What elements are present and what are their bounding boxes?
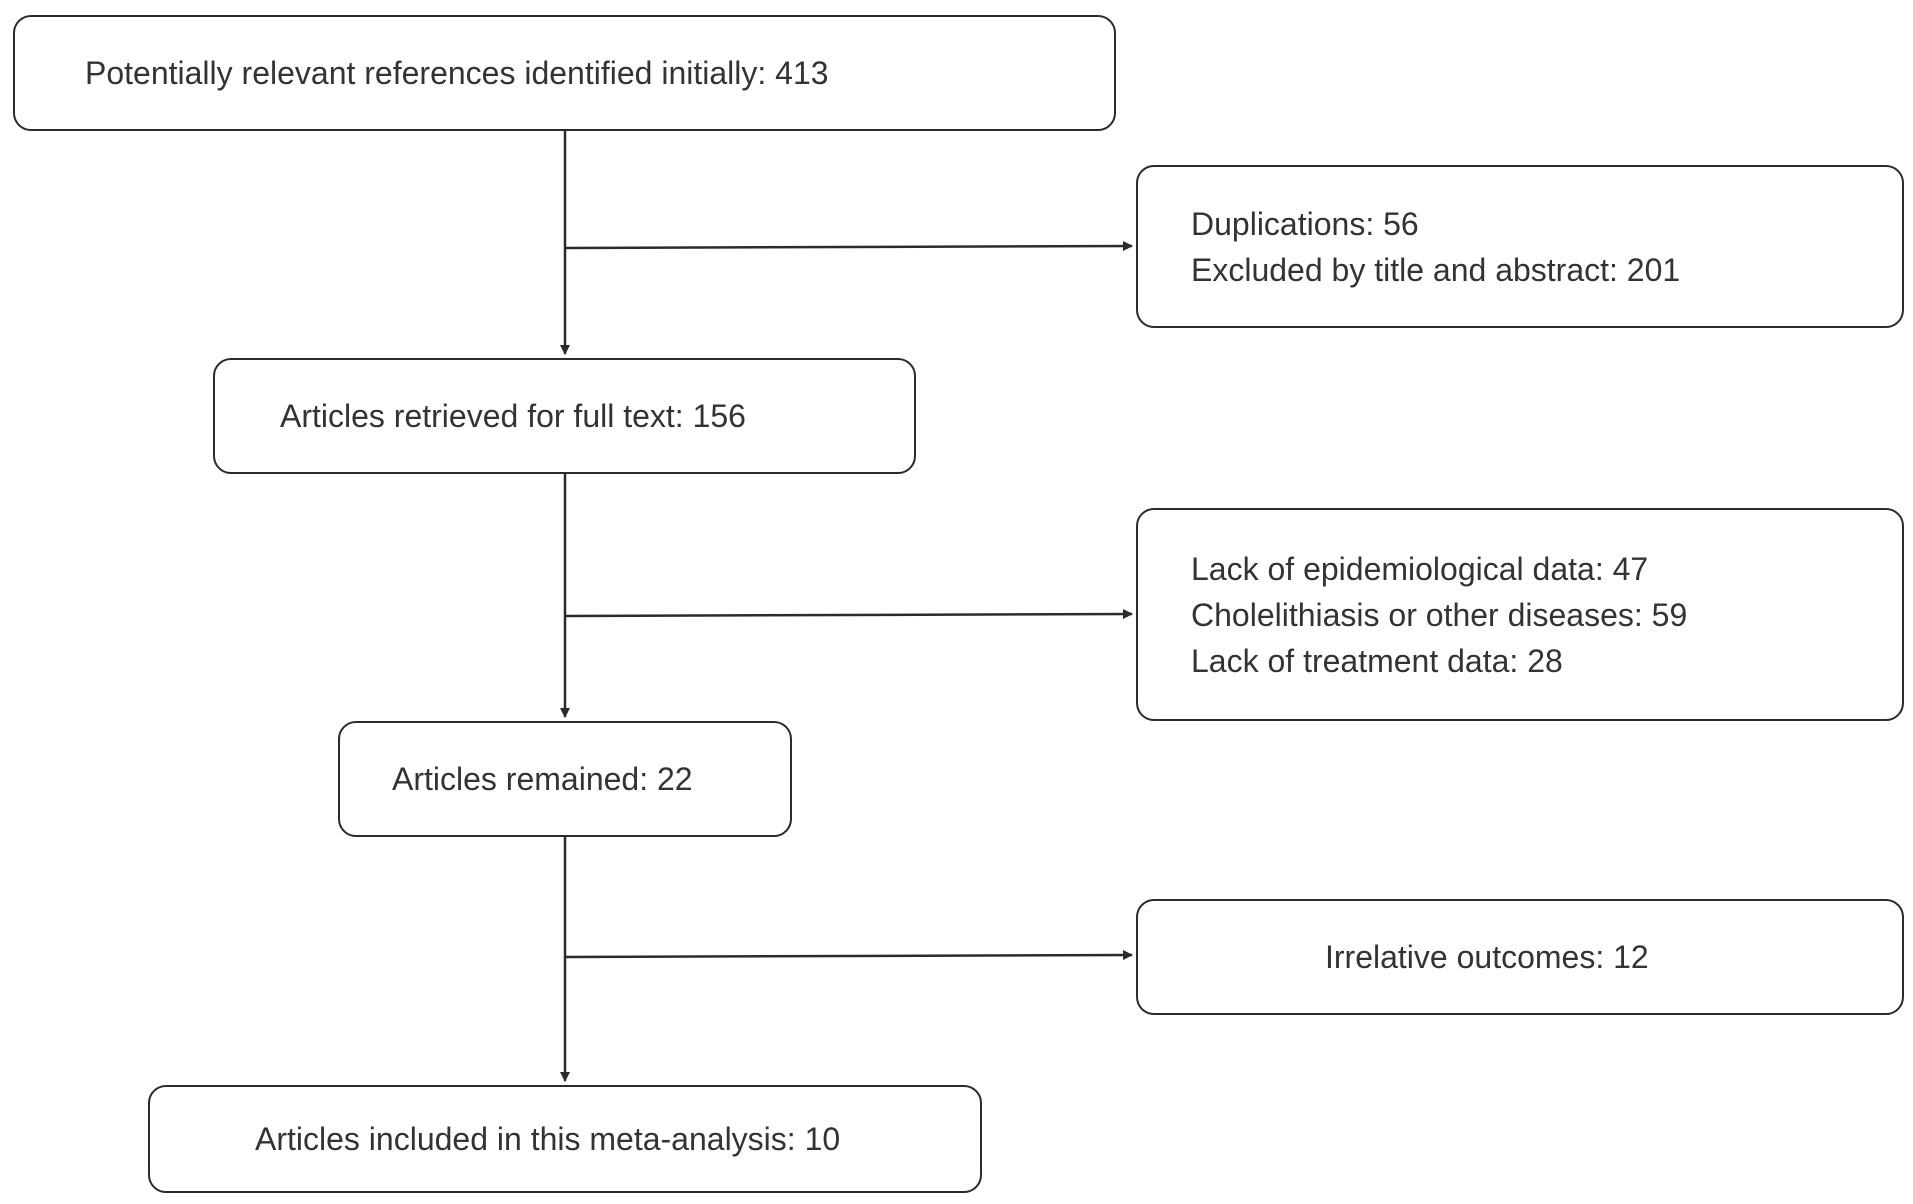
remained-box: Articles remained: 22 (338, 721, 792, 837)
full-text-box: Articles retrieved for full text: 156 (213, 358, 916, 474)
lack-treatment-label: Lack of treatment data: 28 (1191, 642, 1563, 679)
lack-epidemiological-label: Lack of epidemiological data: 47 (1191, 550, 1649, 587)
duplications-label: Duplications: 56 (1191, 205, 1419, 242)
identified-references-label: Potentially relevant references identifi… (85, 55, 829, 91)
cholelithiasis-label: Cholelithiasis or other diseases: 59 (1191, 596, 1688, 633)
third-exclusion-box: Irrelative outcomes: 12 (1136, 899, 1904, 1015)
branch-arrow-3 (564, 950, 1133, 961)
included-label: Articles included in this meta-analysis:… (255, 1121, 841, 1157)
full-text-label: Articles retrieved for full text: 156 (280, 398, 746, 434)
second-exclusion-box: Lack of epidemiological data: 47 Choleli… (1136, 508, 1904, 721)
branch-arrow-1 (564, 241, 1133, 252)
included-box: Articles included in this meta-analysis:… (148, 1085, 982, 1193)
remained-label: Articles remained: 22 (392, 761, 693, 797)
first-exclusion-box: Duplications: 56 Excluded by title and a… (1136, 165, 1904, 328)
excluded-title-abstract-label: Excluded by title and abstract: 201 (1191, 251, 1681, 288)
irrelative-outcomes-label: Irrelative outcomes: 12 (1325, 939, 1649, 975)
identified-references-box: Potentially relevant references identifi… (13, 15, 1116, 131)
branch-arrow-2 (564, 609, 1133, 620)
